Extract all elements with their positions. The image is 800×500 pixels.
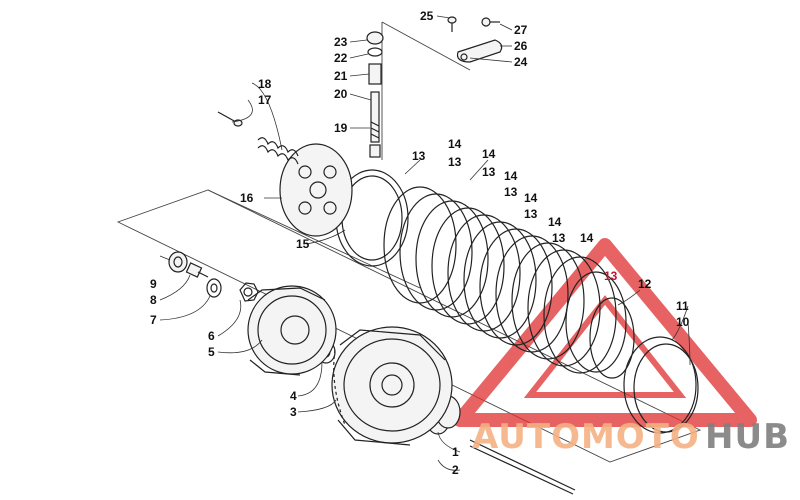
- callout-5: 5: [208, 345, 215, 359]
- damper-spring: [589, 297, 635, 379]
- callout-19: 19: [334, 121, 348, 135]
- callout-13g: 13: [604, 269, 618, 283]
- release-shaft: [366, 31, 384, 158]
- callout-14f: 14: [580, 231, 594, 245]
- callout-14e: 14: [548, 215, 562, 229]
- pressure-plate: [279, 143, 353, 237]
- callout-13e: 13: [524, 207, 538, 221]
- callout-21: 21: [334, 69, 348, 83]
- callout-14d: 14: [524, 191, 538, 205]
- clutch-housing: [331, 326, 453, 446]
- callout-13c: 13: [482, 165, 496, 179]
- callout-13d: 13: [504, 185, 518, 199]
- watermark-text: AUTOMOTO HUB: [472, 417, 790, 457]
- lock-washer: [239, 282, 259, 302]
- clutch-spring: [257, 137, 299, 165]
- callout-3: 3: [290, 405, 297, 419]
- callout-13a: 13: [412, 149, 426, 163]
- callout-14c: 14: [504, 169, 518, 183]
- watermark-brand-hub: HUB: [705, 417, 790, 457]
- washer: [206, 278, 222, 298]
- leader-lines: [159, 15, 691, 471]
- callout-20: 20: [334, 87, 348, 101]
- callout-14b: 14: [482, 147, 496, 161]
- callout-16: 16: [240, 191, 254, 205]
- bearing: [168, 251, 188, 273]
- watermark-brand-auto: AUTOMOTO: [472, 417, 700, 457]
- callout-9: 9: [150, 277, 157, 291]
- callout-23: 23: [334, 35, 348, 49]
- callout-2: 2: [452, 463, 459, 477]
- callout-6: 6: [208, 329, 215, 343]
- callout-14a: 14: [448, 137, 462, 151]
- callout-18: 18: [258, 77, 272, 91]
- callout-13b: 13: [448, 155, 462, 169]
- callout-15: 15: [296, 237, 310, 251]
- callout-24: 24: [514, 55, 528, 69]
- push-rod: [469, 439, 576, 495]
- callout-27: 27: [514, 23, 528, 37]
- retaining-rings: [623, 336, 699, 434]
- callout-26: 26: [514, 39, 528, 53]
- screw: [217, 111, 243, 127]
- frame-line-upper: [207, 189, 421, 289]
- callout-13f: 13: [552, 231, 566, 245]
- callout-7: 7: [150, 313, 157, 327]
- frame-line-pivot: [381, 21, 471, 71]
- callout-labels: 1 2 3 4 5 6 7 8 9 10 11 12 13 13 13 13 1…: [150, 9, 690, 477]
- clutch-hub: [247, 285, 337, 376]
- callout-11: 11: [676, 299, 689, 313]
- clutch-plate-stack: [383, 186, 627, 374]
- bolt: [185, 262, 209, 278]
- callout-10: 10: [676, 315, 690, 329]
- callout-8: 8: [150, 293, 157, 307]
- callout-1: 1: [452, 445, 459, 459]
- watermark-logo: [453, 238, 757, 427]
- release-lever: [447, 16, 503, 63]
- callout-25: 25: [420, 9, 434, 23]
- callout-22: 22: [334, 51, 348, 65]
- callout-12: 12: [638, 277, 652, 291]
- callout-17: 17: [258, 93, 272, 107]
- callout-4: 4: [290, 389, 297, 403]
